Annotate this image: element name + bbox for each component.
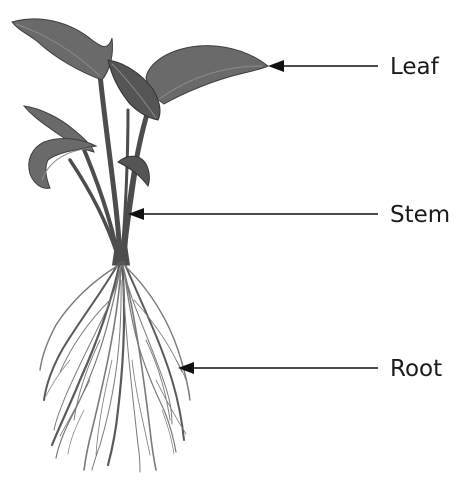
leaf-label: Leaf (390, 54, 440, 80)
stem-label: Stem (390, 202, 450, 228)
stem-pointer (128, 208, 378, 220)
root-pointer (178, 362, 378, 374)
root-label: Root (390, 356, 442, 382)
leaf-left-lower (29, 139, 96, 189)
plant-leaves (12, 19, 268, 188)
plant-illustration (12, 19, 268, 472)
root-arrowhead (178, 362, 194, 374)
leaf-arrowhead (268, 60, 284, 72)
leaf-pointer (268, 60, 378, 72)
plant-roots (40, 262, 190, 472)
